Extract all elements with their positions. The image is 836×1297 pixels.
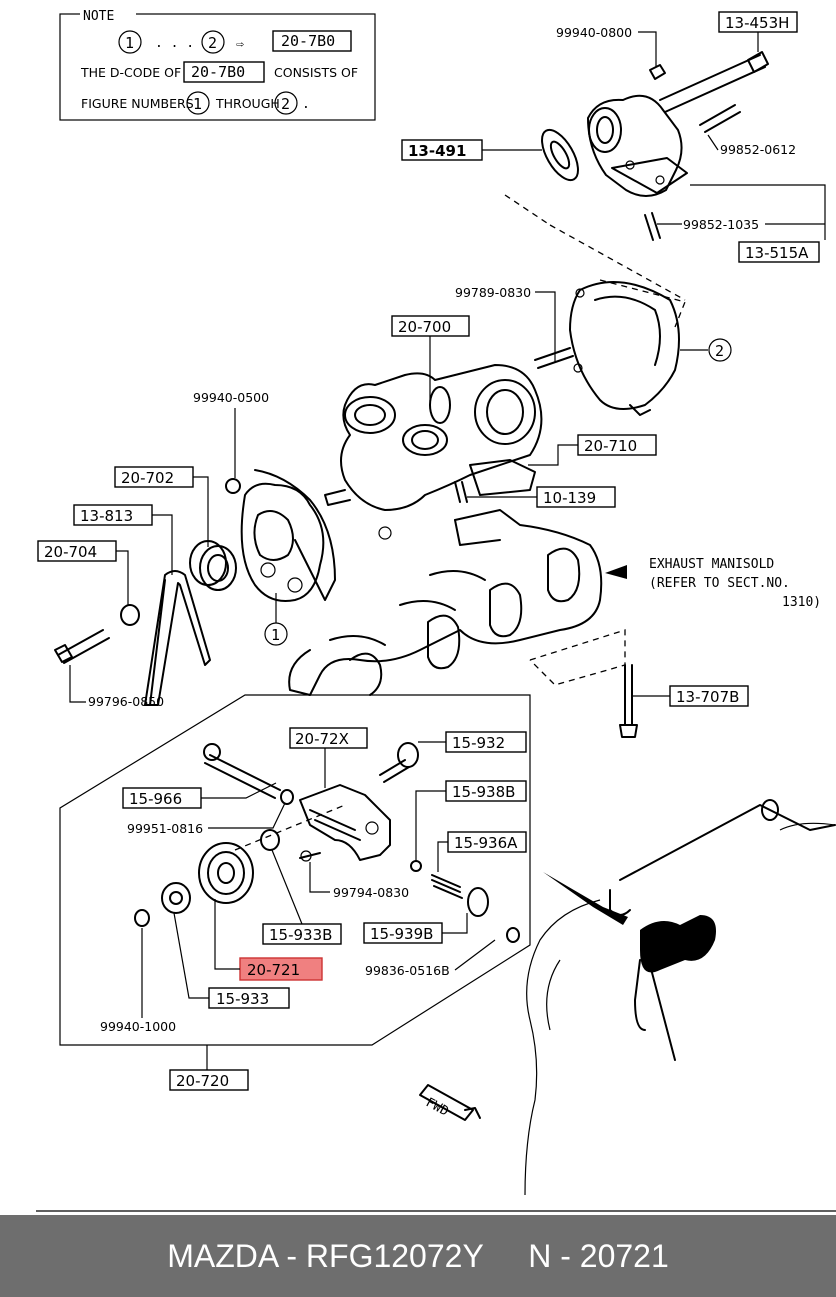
label-99836-0516b: 99836-0516B xyxy=(365,963,450,978)
footer-bar: MAZDA - RFG12072Y N - 20721 xyxy=(0,1215,836,1297)
note-title: NOTE xyxy=(83,9,114,24)
label-13-813: 13-813 xyxy=(80,507,133,525)
label-99852-1035: 99852-1035 xyxy=(683,217,759,232)
note-line1-post: CONSISTS OF xyxy=(274,65,358,80)
label-99940-0800: 99940-0800 xyxy=(556,25,632,40)
tensioner-kit-drawing xyxy=(134,742,520,943)
label-15-933: 15-933 xyxy=(216,990,269,1008)
note-dcode-box: 20-7B0 xyxy=(281,32,335,50)
label-13-491: 13-491 xyxy=(408,142,466,160)
label-20-704: 20-704 xyxy=(44,543,97,561)
label-20-721: 20-721 xyxy=(247,961,300,979)
footer-brand-part: MAZDA - RFG12072Y xyxy=(167,1237,484,1274)
label-99789-0830: 99789-0830 xyxy=(455,285,531,300)
note-arrow: ⇨ xyxy=(236,37,244,52)
label-fwd: FWD xyxy=(423,1095,451,1119)
label-99951-0816: 99951-0816 xyxy=(127,821,203,836)
label-20-720: 20-720 xyxy=(176,1072,229,1090)
note-line2-pre: FIGURE NUMBERS xyxy=(81,96,194,111)
footer-number: N - 20721 xyxy=(528,1237,669,1274)
elbow-assembly-drawing xyxy=(504,51,769,301)
label-20-702: 20-702 xyxy=(121,469,174,487)
label-99794-0830: 99794-0830 xyxy=(333,885,409,900)
label-15-936a: 15-936A xyxy=(454,834,518,852)
label-99796-0850: 99796-0850 xyxy=(88,694,164,709)
label-15-939b: 15-939B xyxy=(370,925,433,943)
label-13-453h: 13-453H xyxy=(725,14,789,32)
label-exhaust-line1: EXHAUST MANISOLD xyxy=(649,557,774,572)
label-exhaust-line3: 1310) xyxy=(782,595,821,610)
label-20-710: 20-710 xyxy=(584,437,637,455)
label-circle-1: 1 xyxy=(271,626,280,644)
note-line1-pre: THE D-CODE OF xyxy=(80,65,181,80)
label-20-72x: 20-72X xyxy=(295,730,349,748)
note-line2-mid: THROUGH xyxy=(215,96,280,111)
label-15-932: 15-932 xyxy=(452,734,505,752)
label-15-938b: 15-938B xyxy=(452,783,515,801)
note-line2-end: . xyxy=(302,97,310,112)
label-15-933b: 15-933B xyxy=(269,926,332,944)
left-parts-drawing xyxy=(54,469,336,706)
note-circle-1: 1 xyxy=(125,34,134,52)
label-circle-2: 2 xyxy=(715,342,724,360)
label-20-700: 20-700 xyxy=(398,318,451,336)
exhaust-manifold-drawing xyxy=(288,509,638,738)
label-13-707b: 13-707B xyxy=(676,688,739,706)
turbocharger-drawing xyxy=(225,279,686,540)
label-15-966: 15-966 xyxy=(129,790,182,808)
parts-diagram: NOTE 1 . . . 2 ⇨ 20-7B0 THE D-CODE OF 20… xyxy=(36,6,836,1212)
label-99852-0612: 99852-0612 xyxy=(720,142,796,157)
note-circle-2: 2 xyxy=(208,34,217,52)
label-99940-0500: 99940-0500 xyxy=(193,390,269,405)
label-exhaust-line2: (REFER TO SECT.NO. xyxy=(649,576,790,591)
label-10-139: 10-139 xyxy=(543,489,596,507)
engine-block-drawing xyxy=(419,799,836,1196)
note-box: NOTE 1 . . . 2 ⇨ 20-7B0 THE D-CODE OF 20… xyxy=(59,6,376,121)
label-13-515a: 13-515A xyxy=(745,244,809,262)
kit-outline xyxy=(59,694,531,1046)
note-line2-circle-2: 2 xyxy=(281,95,290,113)
note-dots: . . . xyxy=(155,36,194,51)
note-line2-circle-1: 1 xyxy=(193,95,202,113)
label-99940-1000: 99940-1000 xyxy=(100,1019,176,1034)
footer-spacer xyxy=(484,1238,528,1275)
note-line1-box: 20-7B0 xyxy=(191,63,245,81)
